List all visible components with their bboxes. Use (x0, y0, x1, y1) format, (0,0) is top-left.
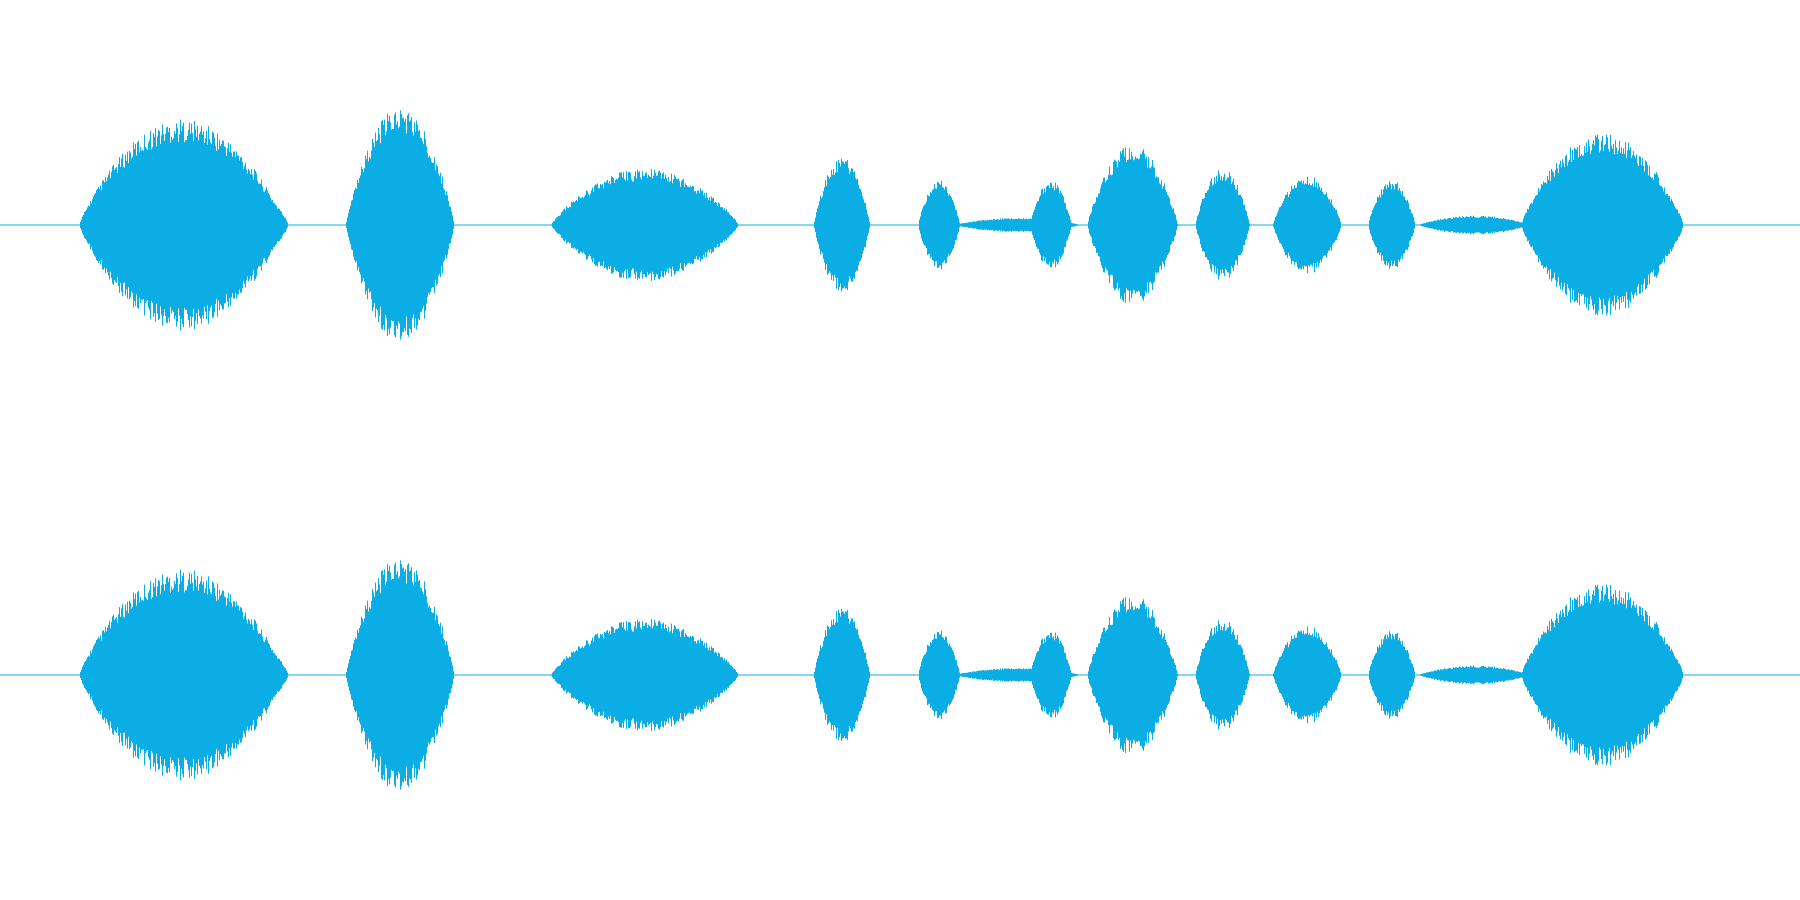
waveform-channel-2 (0, 560, 1800, 790)
waveform-channel-1 (0, 110, 1800, 340)
waveform-signal (80, 110, 1683, 340)
waveform-signal (80, 560, 1683, 790)
